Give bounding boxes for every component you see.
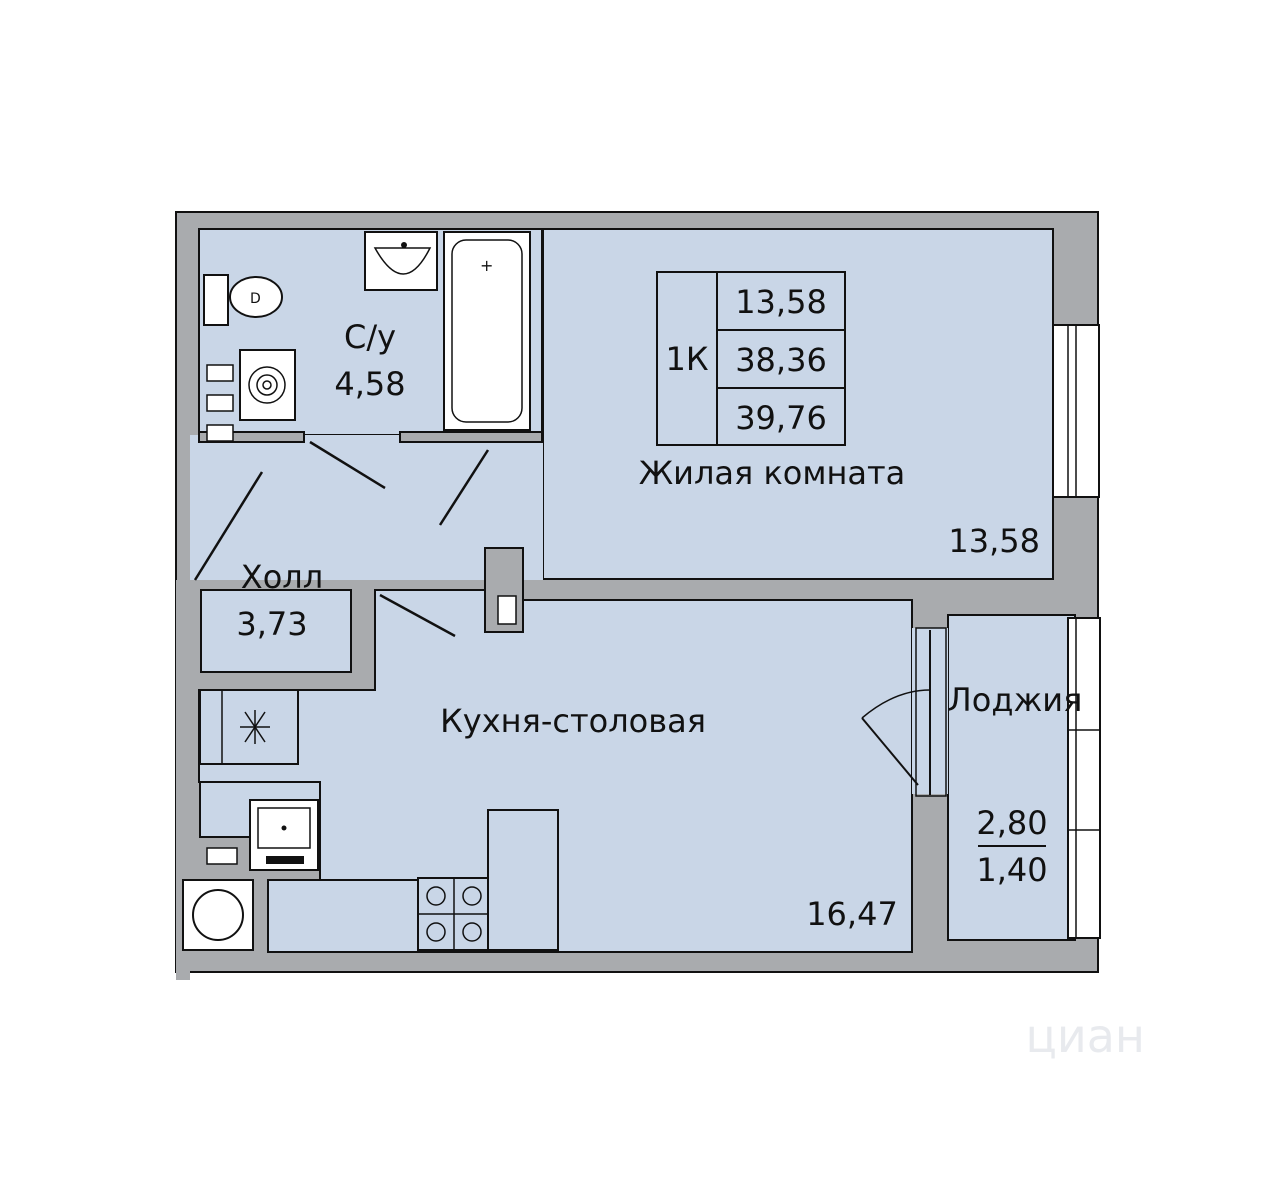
loggia-door-swing (861, 689, 931, 719)
living-area-value: 13,58 (735, 283, 827, 321)
sink-icon (364, 231, 438, 291)
column-vent (497, 595, 517, 625)
bath-door-leaf (438, 449, 490, 526)
boiler-icon (182, 879, 254, 951)
kitchen-door-leaf (379, 593, 456, 638)
hob-icon (417, 877, 491, 951)
hall-alcove-floor (200, 589, 352, 673)
hall-name: Холл (241, 558, 323, 596)
kitchen-vent-grille-icon (206, 847, 238, 865)
kitchen-area: 16,47 (806, 895, 898, 933)
loggia-floor (947, 614, 1076, 941)
bathroom-name: С/у (344, 318, 396, 356)
watermark: циан (1026, 1009, 1145, 1063)
loggia-area: 2,80 (976, 804, 1047, 842)
apartment-type: 1К (665, 340, 708, 378)
kitchen-name: Кухня-столовая (440, 702, 706, 740)
bathroom-area: 4,58 (334, 365, 405, 403)
loggia-door-frame (915, 627, 947, 797)
svg-text:+: + (480, 256, 493, 275)
area-summary-table: 1К 13,58 38,36 39,76 (656, 271, 846, 446)
loggia-name: Лоджия (948, 681, 1083, 719)
total-area-with-loggia-value: 39,76 (735, 399, 827, 437)
bathtub-icon: + (443, 231, 531, 431)
entrance-door-leaf (193, 471, 264, 581)
loggia-glazing (1067, 617, 1101, 939)
living-room-name: Жилая комната (639, 454, 906, 492)
washing-machine-icon (239, 349, 296, 421)
toilet-icon: D (203, 274, 283, 326)
bathroom-door-leaf (309, 440, 386, 490)
ventilation-grilles-icon (206, 364, 234, 442)
hall-area: 3,73 (236, 605, 307, 643)
total-area-value: 38,36 (735, 341, 827, 379)
living-room-area: 13,58 (948, 522, 1040, 560)
fridge-icon (487, 809, 559, 951)
bathroom-wall-stub-right (399, 431, 543, 443)
svg-text:D: D (250, 291, 261, 307)
loggia-area-reduced: 1,40 (976, 851, 1047, 889)
bathroom-wall-stub-left (198, 431, 305, 443)
kitchen-sink-icon (249, 799, 319, 871)
kitchen-cabinet-icon (199, 689, 299, 765)
